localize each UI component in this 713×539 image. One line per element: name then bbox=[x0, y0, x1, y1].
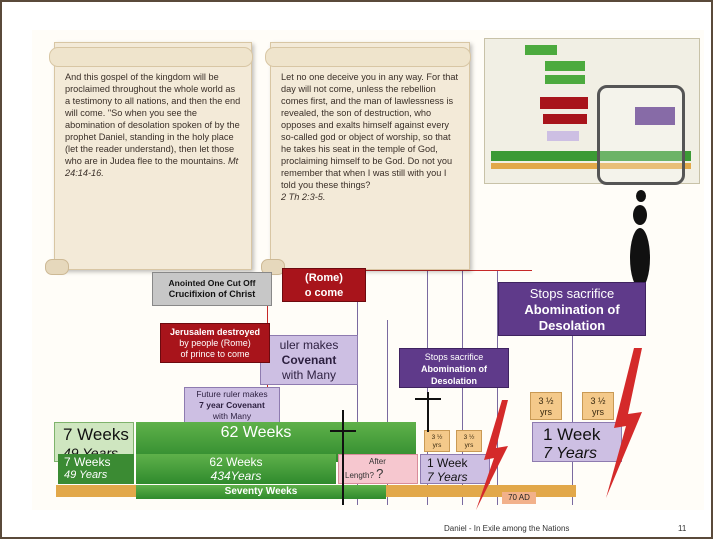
thumb-timeline bbox=[491, 151, 691, 161]
scroll-curl bbox=[265, 47, 471, 67]
jerusalem-box: Jerusalem destroyed by people (Rome) of … bbox=[160, 323, 270, 363]
lightning-arrow-icon bbox=[606, 348, 642, 498]
box-line: by people (Rome) bbox=[179, 338, 251, 348]
thumb-timeline bbox=[491, 163, 691, 169]
one-week-large-block: 1 Week 7 Years bbox=[532, 422, 622, 462]
anointed-box: Anointed One Cut Off Crucifixion of Chri… bbox=[152, 272, 272, 306]
scroll-curl bbox=[261, 259, 285, 275]
block-label: 7 Years bbox=[543, 445, 597, 462]
zoom-dot bbox=[633, 205, 647, 225]
thumb-block bbox=[547, 131, 579, 141]
cross-icon bbox=[415, 398, 441, 400]
thumbnail-diagram bbox=[484, 38, 700, 185]
half-week-box: 3 ½ yrs bbox=[456, 430, 482, 452]
block-label: 7 Weeks bbox=[64, 455, 111, 469]
block-label: 62 Weeks bbox=[209, 455, 263, 469]
block-label: ? bbox=[376, 466, 384, 481]
scroll-curl bbox=[49, 47, 253, 67]
half-week-box: 3 ½ yrs bbox=[582, 392, 614, 420]
box-line: o come bbox=[304, 287, 344, 299]
slide-page-number: 11 bbox=[678, 524, 687, 533]
block-label: 7 Weeks bbox=[63, 425, 129, 444]
block-label: 1 Week bbox=[543, 425, 601, 444]
cross-icon bbox=[330, 430, 356, 432]
block-label: 434Years bbox=[210, 469, 262, 483]
block-label: Length? bbox=[345, 471, 374, 480]
zoom-dot bbox=[630, 228, 650, 288]
stops-sacrifice-small-box: Stops sacrifice Abomination of Desolatio… bbox=[399, 348, 509, 388]
thumb-block bbox=[545, 75, 585, 84]
box-line: Abomination of bbox=[524, 302, 620, 317]
box-line: Desolation bbox=[430, 376, 477, 386]
zoom-highlight bbox=[597, 85, 685, 185]
cross-icon bbox=[427, 392, 429, 432]
gap-length: Length? ? bbox=[339, 466, 417, 481]
rome-box: (Rome) o come bbox=[282, 268, 366, 302]
scripture-scroll-right: Let no one deceive you in any way. For t… bbox=[261, 42, 471, 275]
box-line: with Many bbox=[281, 368, 337, 382]
thumb-block bbox=[540, 97, 588, 109]
half-week-box: 3 ½ yrs bbox=[424, 430, 450, 452]
box-line: Stops sacrifice bbox=[424, 352, 484, 362]
thumb-block bbox=[525, 45, 557, 55]
scroll-curl bbox=[45, 259, 69, 275]
scripture-scroll-left: And this gospel of the kingdom will be p… bbox=[45, 42, 253, 275]
block-label: 49 Years bbox=[64, 469, 108, 481]
block-label: After bbox=[369, 457, 386, 466]
box-line: Crucifixion of Christ bbox=[168, 289, 256, 299]
sixty-two-weeks-small-block: 62 Weeks 434Years bbox=[136, 454, 336, 484]
half-week-box: 3 ½ yrs bbox=[530, 392, 562, 420]
scripture-reference: Mt 24:14-16. bbox=[65, 156, 239, 178]
box-line: of prince to come bbox=[180, 349, 250, 359]
box-line: 7 year Covenant bbox=[199, 400, 265, 410]
box-line: Jerusalem destroyed bbox=[169, 327, 261, 337]
thumb-block bbox=[545, 61, 585, 71]
box-line: uler makes bbox=[279, 338, 339, 352]
lightning-arrow-icon bbox=[476, 400, 508, 510]
block-label: 7 Years bbox=[427, 470, 468, 484]
thumb-block bbox=[543, 114, 587, 124]
ruler-covenant-box: uler makes Covenant with Many bbox=[260, 335, 358, 385]
block-label: 1 Week bbox=[427, 456, 468, 470]
block-label: 62 Weeks bbox=[220, 424, 292, 441]
box-line: Stops sacrifice bbox=[529, 286, 615, 301]
box-line: (Rome) bbox=[305, 272, 343, 284]
box-line: Future ruler makes bbox=[196, 389, 268, 399]
slide-canvas: And this gospel of the kingdom will be p… bbox=[32, 30, 704, 533]
seventy-ad-marker: 70 AD bbox=[502, 492, 536, 504]
box-line: with Many bbox=[212, 411, 252, 421]
guide-line bbox=[387, 320, 388, 505]
cross-icon bbox=[342, 410, 344, 505]
guide-line bbox=[272, 270, 532, 271]
scripture-reference: 2 Th 2:3-5. bbox=[281, 192, 326, 202]
box-line: Anointed One Cut Off bbox=[168, 278, 256, 288]
scripture-text: Let no one deceive you in any way. For t… bbox=[281, 72, 459, 190]
future-ruler-box: Future ruler makes 7 year Covenant with … bbox=[184, 387, 280, 423]
zoom-dot bbox=[636, 190, 646, 202]
guide-line bbox=[357, 265, 358, 505]
box-line: Abomination of bbox=[421, 364, 487, 374]
seventy-weeks-bar: Seventy Weeks bbox=[136, 485, 386, 499]
seven-weeks-small-block: 7 Weeks 49 Years bbox=[58, 454, 134, 484]
guide-line bbox=[572, 330, 573, 505]
scripture-text: And this gospel of the kingdom will be p… bbox=[65, 72, 241, 166]
thumb-block bbox=[635, 107, 675, 125]
slide-footer-title: Daniel - In Exile among the Nations bbox=[444, 524, 570, 533]
stops-sacrifice-large-box: Stops sacrifice Abomination of Desolatio… bbox=[498, 282, 646, 336]
one-week-small-block: 1 Week 7 Years bbox=[420, 454, 490, 484]
gap-block: After Length? ? bbox=[338, 454, 418, 484]
box-line: Covenant bbox=[281, 353, 337, 367]
box-line: Desolation bbox=[538, 318, 606, 333]
